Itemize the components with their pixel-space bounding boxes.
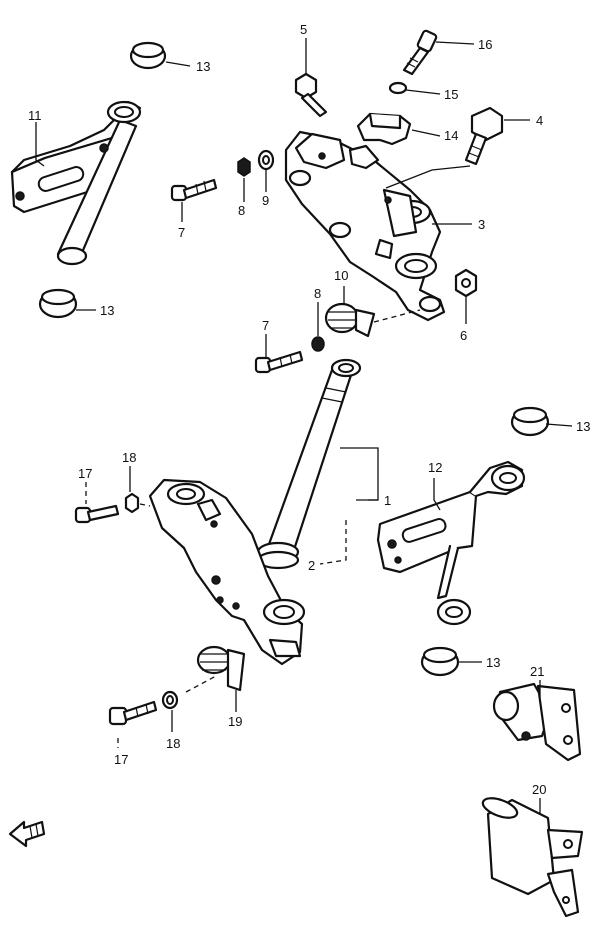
meter-bracket-left — [10, 100, 142, 266]
callout-7-upper: 7 — [178, 225, 185, 240]
grommet-19 — [196, 645, 246, 692]
callout-18-lower: 18 — [166, 736, 180, 751]
callout-9: 9 — [262, 193, 269, 208]
callout-8-upper: 8 — [238, 203, 245, 218]
callout-18-upper: 18 — [122, 450, 136, 465]
callout-13-left: 13 — [100, 303, 114, 318]
bolt-17-lower — [108, 700, 158, 726]
bolt-16 — [402, 29, 438, 76]
handlebar-clamp-14 — [356, 112, 412, 146]
callout-2: 2 — [308, 558, 315, 573]
nut-18-lower — [161, 690, 179, 710]
callout-7-middle: 7 — [262, 318, 269, 333]
upper-bracket-3 — [284, 130, 446, 322]
bolt-5 — [294, 72, 328, 118]
callout-21: 21 — [530, 664, 544, 679]
callout-15: 15 — [444, 87, 458, 102]
callout-13-right-lower: 13 — [486, 655, 500, 670]
stem-bolt-4 — [464, 106, 504, 166]
callout-13-right-upper: 13 — [576, 419, 590, 434]
callout-1: 1 — [384, 493, 391, 508]
callout-5: 5 — [300, 22, 307, 37]
callout-17-lower: 17 — [114, 752, 128, 767]
callout-10: 10 — [334, 268, 348, 283]
nut-6 — [454, 268, 478, 298]
switch-21 — [492, 682, 582, 762]
callout-20: 20 — [532, 782, 546, 797]
arrow-left-icon — [8, 820, 46, 848]
bolt-7-middle — [254, 350, 304, 374]
meter-bracket-right — [376, 460, 526, 626]
callout-12: 12 — [428, 460, 442, 475]
washer-8-upper — [237, 157, 251, 177]
rubber-grommet-right-lower — [420, 646, 460, 677]
callout-19: 19 — [228, 714, 242, 729]
nut-18-upper — [124, 492, 140, 514]
callout-17-upper: 17 — [78, 466, 92, 481]
grommet-10 — [324, 302, 376, 338]
bolt-17-upper — [74, 504, 120, 524]
nut-15 — [388, 81, 408, 95]
rubber-grommet-right-upper — [510, 406, 550, 437]
callout-11: 11 — [28, 108, 42, 123]
callout-13-top: 13 — [196, 59, 210, 74]
rubber-grommet-top-left — [129, 41, 167, 70]
relay-20 — [481, 797, 584, 918]
callout-6: 6 — [460, 328, 467, 343]
bolt-7-upper — [170, 178, 218, 202]
callout-16: 16 — [478, 37, 492, 52]
callout-4: 4 — [536, 113, 543, 128]
callout-14: 14 — [444, 128, 458, 143]
callout-8-middle: 8 — [314, 286, 321, 301]
callout-3: 3 — [478, 217, 485, 232]
washer-9 — [257, 149, 275, 171]
washer-8-middle — [311, 336, 325, 352]
lower-bracket — [148, 478, 306, 666]
rubber-grommet-left — [38, 288, 78, 319]
